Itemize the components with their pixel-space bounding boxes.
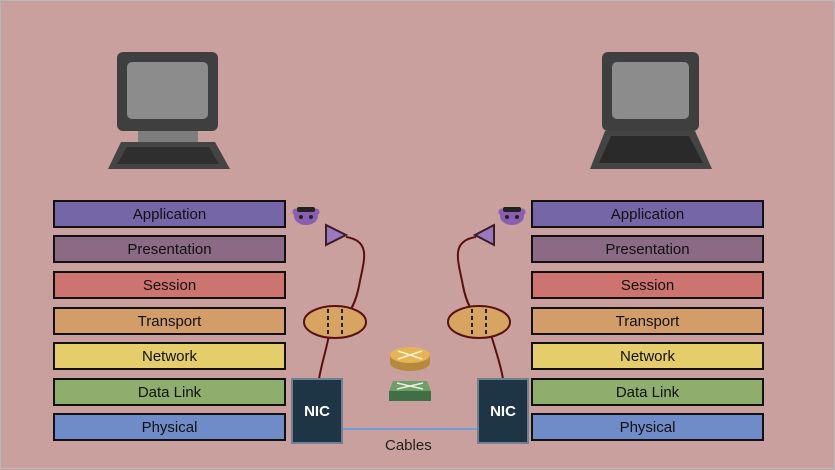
right-computer-icon	[590, 52, 712, 169]
left-layer-physical: Physical	[53, 413, 286, 441]
layer-label: Transport	[137, 312, 202, 330]
layer-label: Application	[610, 205, 685, 223]
right-nic: NIC	[477, 378, 529, 444]
right-layer-session: Session	[531, 271, 764, 299]
left-nic: NIC	[291, 378, 343, 444]
layer-label: Session	[620, 276, 675, 294]
layer-label: Data Link	[137, 383, 202, 401]
cables-label: Cables	[385, 437, 432, 454]
switch-icon	[389, 381, 431, 401]
right-layer-application: Application	[531, 200, 764, 228]
left-triangle-plug-icon	[325, 223, 349, 247]
left-layer-session: Session	[53, 271, 286, 299]
layer-label: Session	[142, 276, 197, 294]
right-layer-network: Network	[531, 342, 764, 370]
layer-label: Physical	[619, 418, 676, 436]
layer-label: Presentation	[127, 240, 212, 258]
layer-label: Application	[132, 205, 207, 223]
right-ellipse-connector-icon	[447, 305, 511, 339]
nic-label: NIC	[490, 402, 516, 420]
layer-label: Network	[619, 347, 675, 365]
left-computer-icon	[108, 52, 230, 169]
right-layer-transport: Transport	[531, 307, 764, 335]
left-layer-network: Network	[53, 342, 286, 370]
left-layer-application: Application	[53, 200, 286, 228]
layer-label: Data Link	[615, 383, 680, 401]
right-layer-presentation: Presentation	[531, 235, 764, 263]
left-layer-transport: Transport	[53, 307, 286, 335]
left-layer-data-link: Data Link	[53, 378, 286, 406]
layer-label: Network	[141, 347, 197, 365]
left-ellipse-connector-icon	[303, 305, 367, 339]
right-layer-data-link: Data Link	[531, 378, 764, 406]
router-icon	[390, 347, 430, 371]
layer-label: Presentation	[605, 240, 690, 258]
layer-label: Physical	[141, 418, 198, 436]
right-alien-icon	[498, 207, 526, 225]
left-layer-presentation: Presentation	[53, 235, 286, 263]
right-layer-physical: Physical	[531, 413, 764, 441]
layer-label: Transport	[615, 312, 680, 330]
right-triangle-plug-icon	[472, 223, 495, 247]
nic-label: NIC	[304, 402, 330, 420]
left-alien-icon	[292, 207, 320, 225]
